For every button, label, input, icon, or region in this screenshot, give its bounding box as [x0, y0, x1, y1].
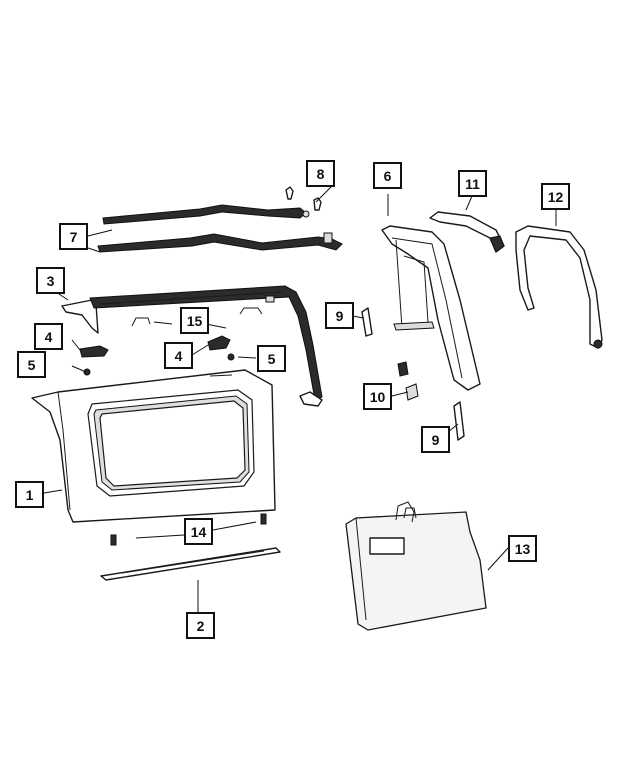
callout-8: 8 [306, 160, 335, 187]
callout-6: 6 [373, 162, 402, 189]
callout-12: 12 [541, 183, 570, 210]
door-frame-part [381, 225, 481, 391]
callout-9-bottom: 9 [421, 426, 450, 453]
callout-5-left: 5 [17, 351, 46, 378]
storage-bag-part [345, 501, 487, 631]
clips-part [285, 186, 322, 211]
callout-11: 11 [458, 170, 487, 197]
quarter-panel-part [31, 369, 276, 523]
callout-5-right: 5 [257, 345, 286, 372]
door-seal-part [515, 225, 603, 349]
callout-7: 7 [59, 223, 88, 250]
leader-lines [43, 183, 557, 612]
callout-9-top: 9 [325, 302, 354, 329]
callout-3: 3 [36, 267, 65, 294]
callout-13: 13 [508, 535, 537, 562]
door-top-rail-part [429, 211, 505, 253]
callout-15: 15 [180, 307, 209, 334]
lower-strip-part [100, 547, 281, 581]
plug-parts [83, 353, 235, 376]
roof-rail-frame-part [61, 285, 323, 407]
callout-2: 2 [186, 612, 215, 639]
callout-4-right: 4 [164, 342, 193, 369]
screws-part [110, 513, 267, 546]
latch-parts [361, 307, 465, 441]
callout-4-left: 4 [34, 323, 63, 350]
bumper-parts [79, 335, 231, 358]
callout-10: 10 [363, 383, 392, 410]
weatherstrip-rails-part [97, 204, 343, 253]
bracket-parts [397, 361, 419, 401]
callout-1: 1 [15, 481, 44, 508]
callout-14: 14 [184, 518, 213, 545]
